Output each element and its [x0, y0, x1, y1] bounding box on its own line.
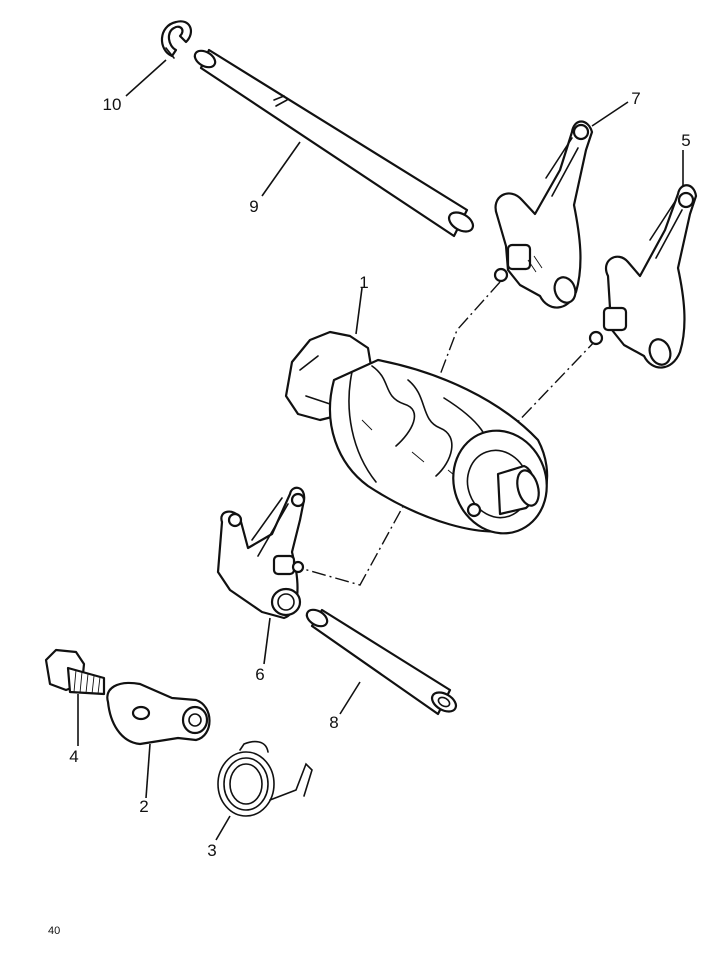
callout-3: 3	[207, 841, 216, 860]
callout-10: 10	[103, 95, 122, 114]
part-8-guide-bar	[305, 608, 458, 716]
part-5-shift-fork	[588, 184, 698, 369]
leader-lines	[77, 59, 684, 841]
page-number: 40	[48, 925, 60, 937]
part-4-bolt	[44, 648, 106, 696]
callout-7: 7	[631, 89, 640, 108]
alignment-lines	[299, 281, 599, 586]
callout-9: 9	[249, 197, 258, 216]
callout-6: 6	[255, 665, 264, 684]
callout-4: 4	[69, 747, 78, 766]
part-3-torsion-spring	[217, 740, 313, 817]
callout-1: 1	[359, 273, 368, 292]
part-1-shift-drum	[284, 330, 549, 535]
callout-5: 5	[681, 131, 690, 150]
callout-8: 8	[329, 713, 338, 732]
part-10-circlip	[160, 20, 193, 59]
part-9-guide-bar	[193, 48, 475, 238]
part-2-stopper-lever	[106, 681, 211, 746]
part-7-shift-fork	[493, 120, 594, 309]
callout-2: 2	[139, 797, 148, 816]
part-6-shift-fork	[216, 486, 306, 620]
